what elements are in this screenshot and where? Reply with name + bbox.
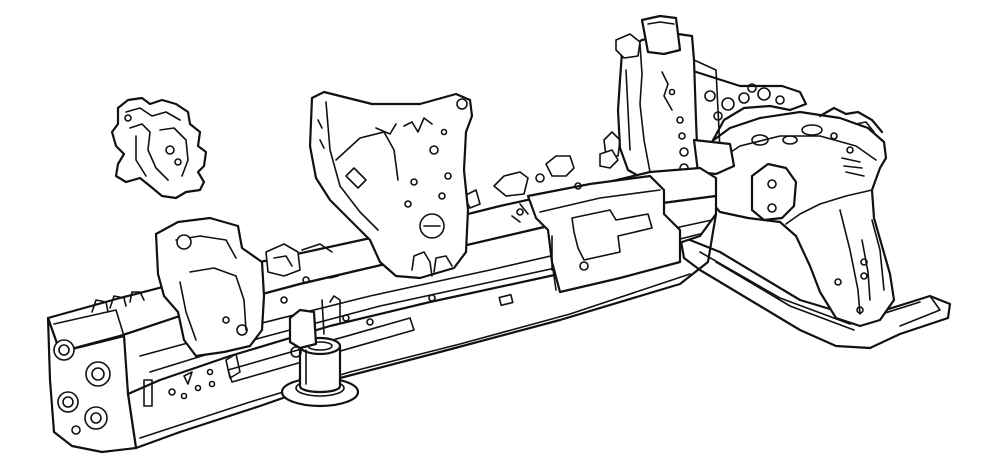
cylinder-mount: [280, 295, 360, 408]
rear-frame-section: [678, 106, 952, 350]
center-gusset-plate: [308, 90, 474, 280]
loose-mount-bracket: [110, 96, 208, 200]
vertical-pillar: [603, 14, 808, 198]
front-left-bracket: [154, 216, 333, 358]
front-end-box: [46, 291, 216, 454]
